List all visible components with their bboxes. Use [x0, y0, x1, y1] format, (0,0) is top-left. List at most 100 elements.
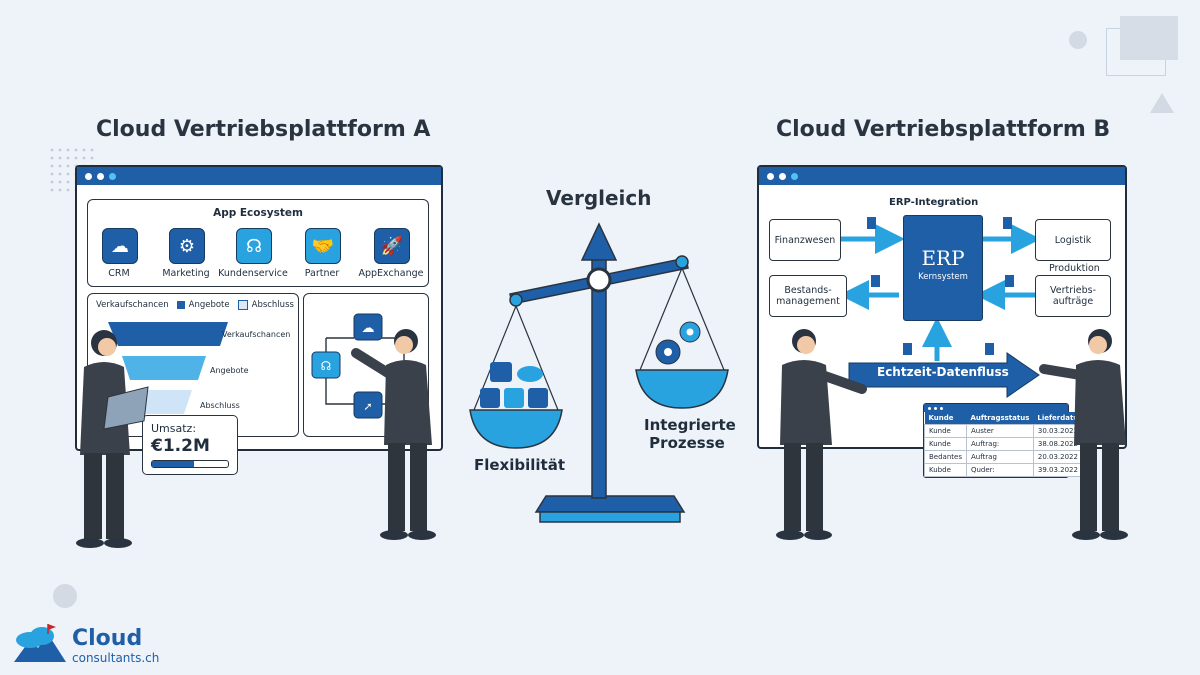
module-inventory-label-2: management — [776, 296, 840, 307]
comparison-title: Vergleich — [546, 186, 652, 210]
window-dot — [934, 406, 937, 410]
gear-check-icon: ⚙ — [169, 228, 205, 264]
funnel-stage-2 — [122, 356, 206, 380]
table-cell: Kunde — [924, 437, 967, 451]
realtime-flow-label: Echtzeit-Datenfluss — [877, 365, 1009, 379]
platform-b-title: Cloud Vertriebsplattform B — [776, 117, 1111, 142]
window-dot — [767, 172, 774, 180]
table-cell: Auster — [965, 424, 1034, 438]
module-production-label: Produktion — [1049, 263, 1100, 274]
integrated-label-2: Prozesse — [649, 434, 725, 452]
scale-arrow-head — [580, 222, 618, 261]
integrated-label-1: Integrierte — [644, 416, 736, 434]
svg-text:☊: ☊ — [321, 359, 332, 373]
table-cell: Bedantes — [924, 450, 967, 464]
erp-core-box: ERP Kernsystem — [903, 215, 983, 321]
app-item-crm[interactable]: ☁ — [102, 228, 138, 264]
deco-triangle — [1150, 93, 1174, 113]
revenue-card: Umsatz: €1.2M — [142, 415, 238, 475]
funnel-legend: Verkaufschancen Angebote Abschluss — [96, 300, 294, 310]
table-row: Bedantes Auftrag 20.03.2022 — [924, 450, 1091, 464]
erp-core-title: ERP — [921, 246, 965, 270]
module-logistics-label: Logistik — [1054, 234, 1092, 246]
table-header: Kunde — [924, 412, 967, 425]
legend-abschluss: Abschluss — [251, 300, 294, 310]
erp-core-subtitle: Kernsystem — [918, 272, 968, 282]
table-cell: Quder: — [965, 463, 1034, 477]
orders-table-card: Kunde Auftragsstatus Lieferdatum Kunde A… — [923, 403, 1091, 478]
svg-text:☁: ☁ — [362, 321, 375, 336]
table-titlebar — [924, 404, 1068, 412]
module-orders: Vertriebs- aufträge — [1035, 275, 1111, 317]
handshake-icon: 🤝 — [305, 228, 341, 264]
window-dot — [85, 172, 92, 180]
table-cell: 39.03.2022 — [1032, 463, 1091, 477]
workflow-node-headset — [311, 351, 341, 379]
window-dot — [779, 172, 786, 180]
window-titlebar — [759, 167, 1125, 185]
app-item-appexchange[interactable]: 🚀 — [374, 228, 410, 264]
legend-swatch-dark — [176, 301, 185, 309]
window-dot — [928, 406, 931, 410]
module-inventory: Bestands- management — [769, 275, 847, 317]
app-item-partner[interactable]: 🤝 — [305, 228, 341, 264]
module-finance-label: Finanzwesen — [774, 234, 836, 246]
module-orders-label-2: aufträge — [1052, 296, 1094, 307]
erp-integration-title: ERP-Integration — [889, 197, 979, 208]
table-header: Auftragsstatus — [966, 412, 1034, 425]
logo-word: Cloud — [72, 626, 143, 651]
scale-pan-left — [469, 409, 563, 449]
app-ecosystem-title: App Ecosystem — [213, 207, 303, 219]
revenue-progress-fill — [152, 461, 194, 467]
revenue-label: Umsatz: — [151, 422, 197, 435]
deco-square-fill — [1120, 16, 1178, 60]
funnel-stage-3 — [134, 390, 192, 414]
mountain-cloud-logo-icon — [14, 624, 66, 662]
workflow-diagram: ☁ ☊ ➚ — [311, 313, 405, 419]
logo-domain: consultants.ch — [72, 651, 160, 665]
platform-a-title: Cloud Vertriebsplattform A — [96, 117, 431, 142]
scale-base — [534, 495, 686, 513]
funnel-chart — [108, 322, 228, 414]
workflow-connector — [325, 337, 405, 405]
cloud-upload-icon: ☁ — [102, 228, 138, 264]
deco-circle-bottom — [53, 584, 77, 608]
window-dot — [97, 172, 104, 180]
module-finance: Finanzwesen — [769, 219, 841, 261]
window-dot — [109, 172, 116, 180]
window-dot — [940, 406, 943, 410]
sales-funnel-panel: Verkaufschancen Angebote Abschluss Verka… — [87, 293, 299, 437]
orders-table: Kunde Auftragsstatus Lieferdatum Kunde A… — [924, 412, 1091, 477]
realtime-flow-arrow — [848, 352, 1040, 398]
erp-flow-arrows — [839, 217, 1041, 398]
table-cell: Auftrag — [965, 450, 1034, 464]
table-cell: Kunde — [924, 424, 967, 438]
svg-text:➚: ➚ — [363, 400, 372, 413]
revenue-progress-track — [151, 460, 229, 468]
app-item-marketing[interactable]: ⚙ — [169, 228, 205, 264]
app-label: Partner — [304, 268, 340, 279]
funnel-label-2: Angebote — [210, 366, 249, 375]
table-cell: Auftrag: — [965, 437, 1034, 451]
person-man-presenting — [1039, 329, 1128, 540]
headset-icon: ☊ — [236, 228, 272, 264]
app-item-kundenservice[interactable]: ☊ — [236, 228, 272, 264]
module-logistics: Logistik — [1035, 219, 1111, 261]
app-ecosystem-panel: App Ecosystem ☁ CRM ⚙ Marketing ☊ Kunden… — [87, 199, 429, 287]
person-man-pointing-left — [351, 329, 436, 540]
deco-circle — [1069, 31, 1087, 49]
workflow-node-rocket — [353, 391, 383, 419]
funnel-stage-1 — [108, 322, 228, 346]
window-dot — [791, 172, 798, 180]
legend-main: Verkaufschancen — [96, 300, 169, 310]
flexibility-label: Flexibilität — [474, 456, 566, 474]
app-label: AppExchange — [358, 268, 424, 279]
funnel-label-3: Abschluss — [200, 401, 240, 410]
scale-pivot — [586, 267, 612, 293]
app-label: CRM — [108, 268, 130, 279]
legend-angebote: Angebote — [188, 300, 230, 310]
funnel-label-1: Verkaufschancen — [222, 330, 291, 339]
window-titlebar — [77, 167, 441, 185]
person-woman-tablet — [76, 330, 149, 548]
revenue-value: €1.2M — [151, 436, 210, 456]
